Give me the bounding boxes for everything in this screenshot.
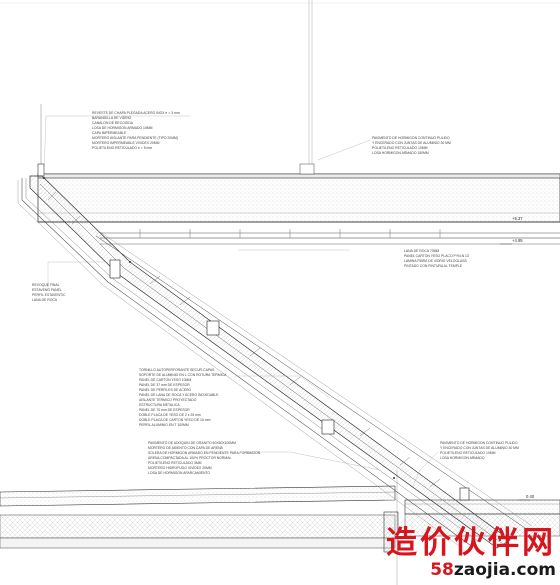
note-line: MORTERO AISLANTE PARA PENDIENTE (TIPO 20…: [92, 136, 178, 140]
note-line: LOSA DE HORMIGON APARCAMIENTO: [148, 471, 210, 475]
note-line: LOSA DE HORMIGON ARMADO 15MM: [92, 126, 153, 130]
note-line: PANEL DE PERFILES DE ACERO: [139, 388, 192, 392]
note-line: PINTADO CON PINTURA AL TEMPLE: [404, 264, 463, 268]
note-line: LANA DE ROCA: [32, 298, 58, 302]
note-line: PANEL DE 37 mm DE ESPESOR: [139, 383, 190, 387]
watermark-chinese: 造价伙伴网: [386, 525, 556, 561]
note-mid-right: LANA DE ROCA 70MM PANEL CARTON YESO PLAC…: [404, 249, 469, 268]
note-line: POLIETILENO RETICULADO e = 5 mm: [92, 146, 152, 150]
upper-slab: [37, 104, 560, 245]
note-line: SOPORTE DE ALUMINIO EN L CON ROTURA TERM…: [139, 373, 227, 377]
note-line: PERFIL ESTAVENTIC: [32, 293, 66, 297]
note-line: CAPA IMPERMEABLE: [92, 131, 127, 135]
note-line: PANEL DE 70 mm DE ESPESOR: [139, 408, 190, 412]
note-line: DOBLE PLACA DE YESO DE 2 x 25 mm: [139, 413, 201, 417]
note-line: ARENA COMPACTADA AL 100% PROCTOR NORMAL: [148, 456, 231, 460]
note-line: POLIETILENO RETICULADO 10MM: [440, 451, 496, 455]
note-bottom-center: PAVIMENTO DE ADOQUIN DE GRANITO 60X60X10…: [148, 441, 261, 475]
watermark-domain: zaojia.com: [453, 560, 556, 580]
note-line: REVOQUE FINAL: [32, 283, 60, 287]
note-line: LOSA HORMIGON ARMADO 150MM: [372, 151, 429, 155]
watermark-url: 58zaojia.com: [430, 562, 556, 579]
note-top-left: REVESTE DE CHAPA PLEGADA ACERO INOX e = …: [92, 111, 180, 150]
level-labels: +5.37 +4.95 0.40: [512, 216, 535, 499]
note-line: LANA DE ROCA 70MM: [404, 249, 439, 253]
note-top-right: PAVIMENTO DE HORMIGON CONTINUO PULIDO Y …: [372, 136, 451, 155]
note-line: TORNILLO AUTOPERFORANTE SECUR-CAPAS: [139, 368, 215, 372]
level-upper-top: +5.37: [512, 216, 523, 221]
note-line: AISLANTE TERMICO PROYECTADO: [139, 398, 197, 402]
note-line: POLIETILENO RETICULADO 3MM: [148, 461, 202, 465]
note-line: SOLERA DE HORMIGON ARMADO EN PENDIENTE P…: [148, 451, 261, 455]
note-line: PAVIMENTO DE HORMIGON CONTINUO PULIDO: [372, 136, 450, 140]
note-line: MORTERO DE ASIENTO CON CAPA DE ARENA: [148, 446, 224, 450]
note-center-list: TORNILLO AUTOPERFORANTE SECUR-CAPAS SOPO…: [139, 368, 227, 427]
note-line: PANEL CARTON YESO PLACO PYN-N 13: [404, 254, 469, 258]
note-line: MORTERO IMPERMEABLE VIVIDEX 20MM: [92, 141, 160, 145]
note-line: REVESTE DE CHAPA PLEGADA ACERO INOX e = …: [92, 111, 180, 115]
note-line: Y ENCERADO CON JUNTAS DE ALUMINIO 30 MM: [372, 141, 451, 145]
note-bottom-right: PAVIMENTO DE HORMIGON CONTINUO PULIDO Y …: [440, 441, 519, 460]
note-line: PAVIMENTO DE HORMIGON CONTINUO PULIDO: [440, 441, 518, 445]
note-line: DOBLE PLACA DE CARTON YESO DE 15 mm: [139, 418, 211, 422]
note-line: Y ENCERADO CON JUNTAS DE ALUMINIO 30 MM: [440, 446, 519, 450]
note-line: LAMINA FIBRA DE VIDRIO VELOGLASS: [404, 259, 467, 263]
note-line: BARANDILLA DE VIDRIO: [92, 116, 132, 120]
note-line: POLIETILENO RETICULADO 10MM: [372, 146, 428, 150]
inclined-ramp: [17, 115, 533, 549]
note-left-small: REVOQUE FINAL ESTAVENG PANEL PERFIL ESTA…: [32, 283, 66, 302]
note-line: MORTERO HIDROFUGO VIVIDEX 20MM: [148, 466, 212, 470]
note-line: CANALON DE RECOGIDA: [92, 121, 134, 125]
watermark-number: 58: [430, 560, 454, 580]
note-line: PAVIMENTO DE ADOQUIN DE GRANITO 60X60X10…: [148, 441, 236, 445]
note-line: PERFIL ALUMINIO EN T 100MM: [139, 423, 189, 427]
note-line: LOSA HORMIGON ARMADO: [440, 456, 485, 460]
note-line: PANEL DE LANA DE ROCA Y ACERO INOXIDABLE: [139, 393, 219, 397]
level-upper-bottom: +4.95: [512, 238, 523, 243]
note-line: ESTAVENG PANEL: [32, 288, 62, 292]
level-lower: 0.40: [526, 494, 535, 499]
note-line: ESTRUCTURA METALICA: [139, 403, 180, 407]
note-line: PANEL DE CARTON YESO 10MM: [139, 378, 191, 382]
